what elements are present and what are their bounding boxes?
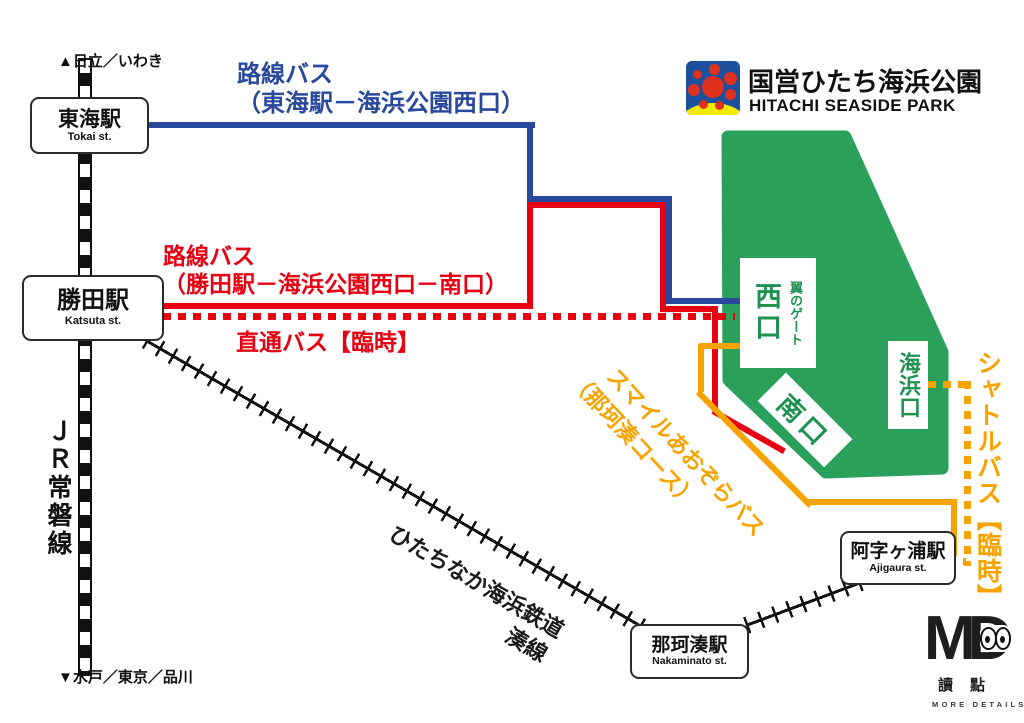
station-name-en: Katsuta st. <box>64 315 122 328</box>
shuttle-bus-dashed-line <box>948 558 966 565</box>
blue-route-line <box>527 122 533 202</box>
logo-flower-dot <box>688 84 700 96</box>
station-name-en: Ajigaura st. <box>869 561 927 574</box>
shuttle-bus-dashed-line <box>964 381 971 566</box>
red-route-line <box>712 306 718 411</box>
eye-icon <box>994 627 1011 650</box>
watermark-eyes-icon <box>980 625 1011 652</box>
blue-route-line <box>666 196 672 304</box>
route-name: 路線バス <box>237 61 333 88</box>
jr-joban-line-label: ＪＲ常磐線 <box>44 418 72 558</box>
smile-bus-line <box>698 343 704 392</box>
route-detail: （東海駅－海浜公園西口） <box>237 90 525 118</box>
shuttle-bus-dashed-line <box>928 381 968 388</box>
watermark-tagline: MORE DETAILS. <box>932 700 1024 709</box>
park-name-en: HITACHI SEASIDE PARK <box>749 96 956 115</box>
station-name-ja: 那珂湊駅 <box>651 634 728 656</box>
smile-bus-line <box>700 343 742 349</box>
logo-flower-dot <box>709 64 720 75</box>
blue-route-line <box>527 196 672 202</box>
red-route-line <box>660 202 666 312</box>
station-ajigaura: 阿字ヶ浦駅 Ajigaura st. <box>840 531 956 585</box>
station-katsuta: 勝田駅 Katsuta st. <box>22 275 164 341</box>
logo-flower-dot <box>724 72 737 85</box>
gate-west-sublabel: 翼のゲート <box>788 280 803 346</box>
blue-route-line <box>145 122 535 128</box>
route-detail: （勝田駅－海浜公園西口－南口） <box>163 271 508 298</box>
logo-flower-dot <box>725 89 736 100</box>
smile-bus-line <box>808 499 957 505</box>
red-route-line <box>527 202 533 309</box>
station-name-ja: 東海駅 <box>58 107 121 131</box>
station-nakaminato: 那珂湊駅 Nakaminato st. <box>630 624 749 679</box>
katsuta-bus-route-label: 路線バス （勝田駅－海浜公園西口－南口） <box>163 242 508 298</box>
station-name-en: Nakaminato st. <box>652 655 727 668</box>
logo-flower-dot <box>699 100 708 109</box>
logo-flower-dot <box>715 101 724 110</box>
direct-bus-dotted-line <box>163 313 735 320</box>
direct-bus-label: 直通バス【臨時】 <box>236 329 420 355</box>
gate-kaihin-label: 海浜口 <box>896 352 921 418</box>
station-name-ja: 勝田駅 <box>57 287 129 315</box>
red-route-line <box>660 306 718 312</box>
logo-hill-shape <box>686 103 740 115</box>
route-name: 路線バス <box>163 243 255 269</box>
direction-south-label: ▼水戸／東京／品川 <box>58 669 193 686</box>
watermark-logo: MD 讀點 MORE DETAILS. <box>906 608 1024 718</box>
gate-kaihin-box: 海浜口 <box>888 341 928 429</box>
logo-flower-dot <box>693 70 702 79</box>
park-name-ja: 国営ひたち海浜公園 <box>748 67 983 97</box>
eye-pupil <box>999 636 1005 643</box>
park-logo-icon <box>686 61 740 115</box>
tokai-bus-route-label: 路線バス （東海駅－海浜公園西口） <box>237 60 525 119</box>
station-name-ja: 阿字ヶ浦駅 <box>850 541 946 563</box>
gate-west-box: 西口 翼のゲート <box>740 258 816 368</box>
shuttle-bus-label: シャトルバス【臨時】 <box>973 350 1002 610</box>
direction-north-label: ▲日立／いわき <box>58 53 163 70</box>
eye-pupil <box>985 636 990 643</box>
watermark-name: 讀點 <box>938 677 1003 694</box>
smile-bus-line <box>951 499 957 556</box>
blue-route-line <box>666 298 742 304</box>
station-name-en: Tokai st. <box>67 131 112 144</box>
red-route-line <box>527 202 666 208</box>
logo-flower-dot <box>702 76 724 98</box>
gate-west-label: 西口 <box>751 282 781 344</box>
red-route-line <box>158 303 533 309</box>
station-tokai: 東海駅 Tokai st. <box>30 97 149 154</box>
jr-joban-line <box>78 58 92 676</box>
